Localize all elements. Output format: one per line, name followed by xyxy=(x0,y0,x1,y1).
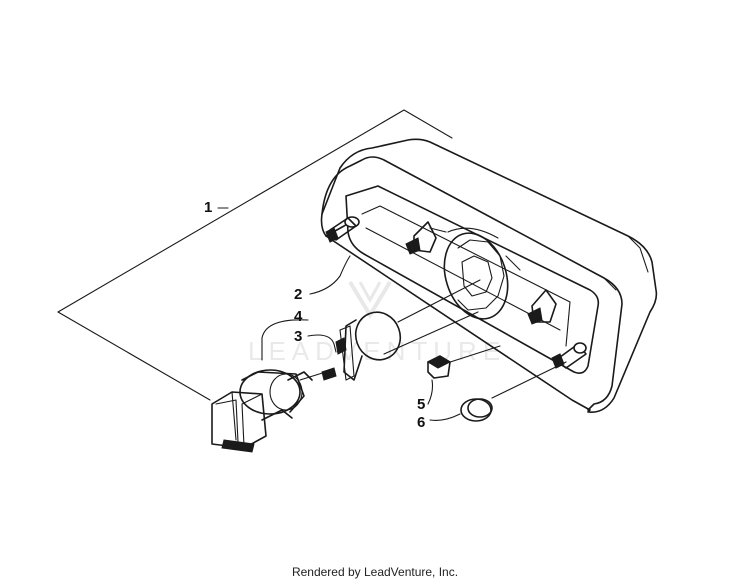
small-block-part xyxy=(426,345,501,379)
bulb xyxy=(335,279,481,381)
assembly-bracket xyxy=(57,109,453,401)
tail-light-housing xyxy=(320,138,658,414)
callout-1: 1 xyxy=(204,199,212,216)
bulb-socket xyxy=(211,367,337,453)
callouts: 1 2 4 3 5 6 xyxy=(204,199,425,431)
callout-4: 4 xyxy=(294,308,303,325)
rendered-by-footer: Rendered by LeadVenture, Inc. xyxy=(291,565,459,579)
callout-5: 5 xyxy=(417,396,425,413)
grommet-part xyxy=(460,361,567,422)
callout-2: 2 xyxy=(294,286,302,303)
callout-3: 3 xyxy=(294,328,302,345)
leader-lines xyxy=(261,255,461,421)
watermark-text: LEADVENTURE xyxy=(248,336,506,366)
watermark-logo: LEADVENTURE xyxy=(248,280,506,366)
callout-6: 6 xyxy=(417,414,425,431)
